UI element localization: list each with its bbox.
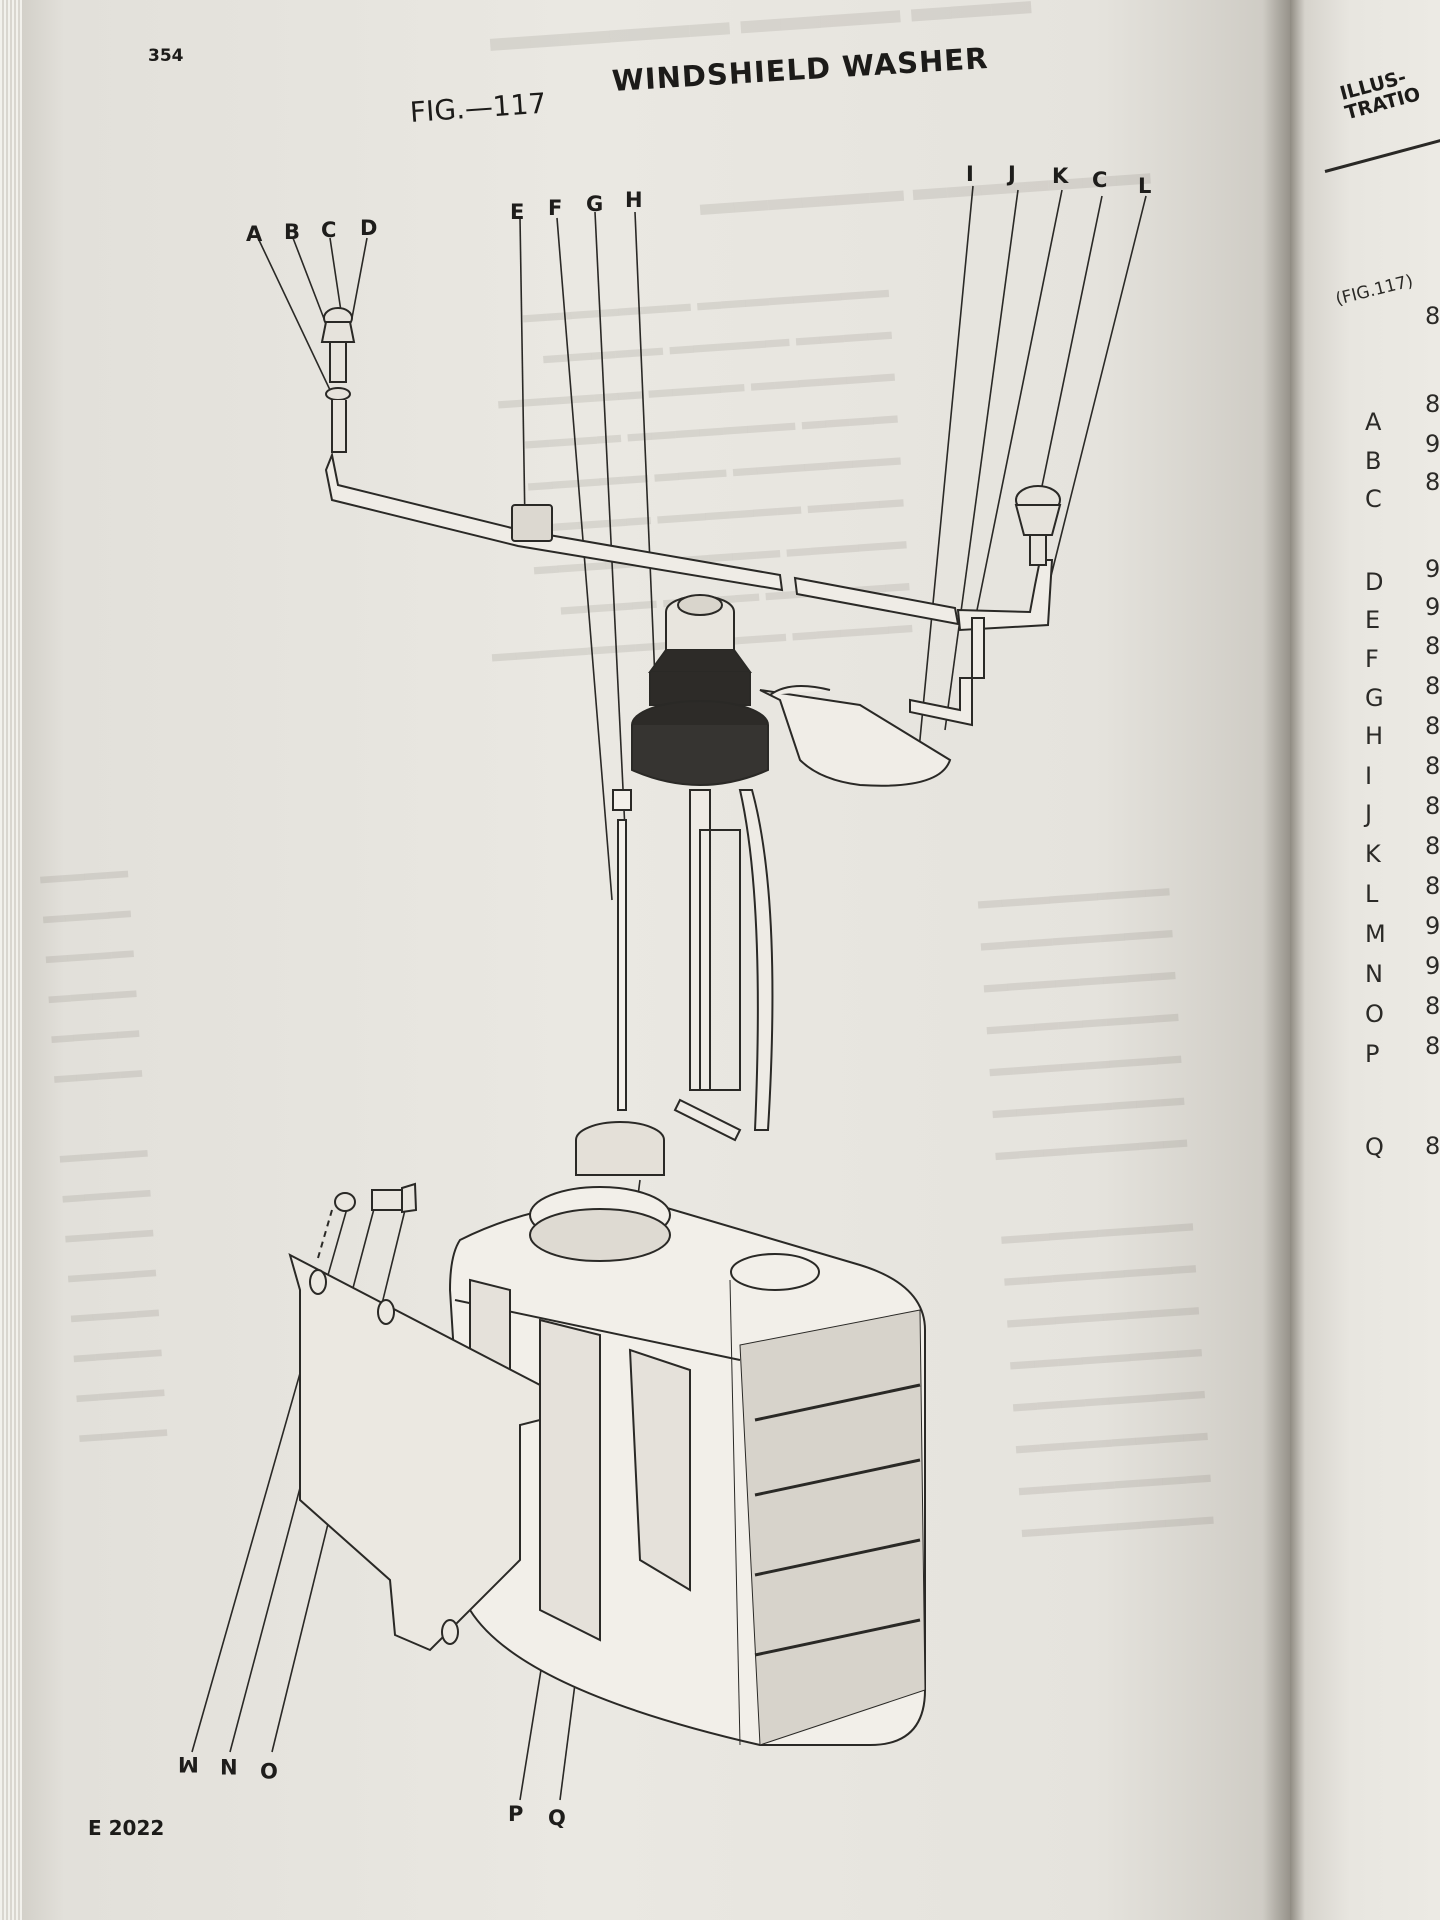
ref-letter: M	[1365, 920, 1386, 948]
ref-digit: 8	[1425, 832, 1440, 860]
ref-digit: 8	[1425, 1132, 1440, 1160]
callout-l: L	[1138, 174, 1152, 198]
ref-digit: 8	[1425, 712, 1440, 740]
ref-letter: B	[1365, 447, 1382, 475]
ref-digit: 9	[1425, 593, 1440, 621]
pump-motor	[631, 594, 769, 786]
ref-letter: L	[1365, 880, 1379, 908]
ref-letter: O	[1365, 1000, 1384, 1028]
callout-m: M	[178, 1752, 199, 1776]
washer-hose	[324, 451, 1054, 727]
callout-f: F	[548, 196, 563, 220]
ref-digit: 8	[1425, 792, 1440, 820]
ref-digit: 8	[1425, 992, 1440, 1020]
callout-n: N	[220, 1754, 238, 1778]
callout-i: I	[966, 162, 974, 186]
callout-b: B	[284, 220, 301, 244]
ref-digit: 9	[1425, 430, 1440, 458]
callout-c-right: C	[1092, 168, 1108, 192]
level-rod	[612, 789, 632, 1111]
callout-d: D	[360, 216, 378, 240]
ref-digit: 9	[1425, 555, 1440, 583]
callout-c: C	[321, 218, 337, 242]
right-page	[1290, 0, 1440, 1920]
right-nozzle	[1014, 485, 1062, 566]
callout-h: H	[625, 188, 643, 212]
hose-clip	[511, 504, 553, 542]
bolt-washer	[317, 1182, 418, 1259]
ref-digit: 8	[1425, 468, 1440, 496]
mounting-bracket	[288, 1253, 541, 1652]
ref-letter: P	[1365, 1040, 1380, 1068]
left-nozzle	[320, 307, 356, 453]
ref-letter: I	[1365, 762, 1373, 790]
ref-digit: 8	[1425, 1032, 1440, 1060]
page-number: 354	[148, 46, 184, 66]
ref-digit: 8	[1425, 302, 1440, 330]
ref-digit: 8	[1425, 752, 1440, 780]
catalog-number: E 2022	[88, 1816, 165, 1840]
left-page: ▬▬▬ ▬▬▬▬ ▬▬▬▬▬▬ ▬▬▬▬▬▬▬ ▬▬▬▬▬▬ ▬▬▬▬▬ ▬▬▬…	[0, 0, 1290, 1920]
ref-letter: F	[1365, 645, 1379, 673]
page-edge	[0, 0, 22, 1920]
ref-letter: N	[1365, 960, 1383, 988]
callout-a: A	[246, 222, 263, 246]
ref-letter: G	[1365, 684, 1384, 712]
ref-letter: H	[1365, 722, 1384, 750]
book-gutter	[1262, 0, 1290, 1920]
ref-digit: 8	[1425, 672, 1440, 700]
ref-digit: 8	[1425, 632, 1440, 660]
tank-cap	[575, 1121, 665, 1176]
ref-letter: D	[1365, 568, 1384, 596]
ref-letter: A	[1365, 408, 1382, 436]
tank-ribs	[739, 1309, 926, 1746]
ref-letter: C	[1365, 485, 1382, 513]
ref-letter: E	[1365, 606, 1381, 634]
callout-o: O	[260, 1758, 278, 1782]
ref-letter: K	[1365, 840, 1381, 868]
callout-g: G	[586, 192, 604, 216]
ref-digit: 9	[1425, 912, 1440, 940]
ref-letter: Q	[1365, 1133, 1384, 1161]
callout-q: Q	[548, 1806, 566, 1830]
ref-digit: 9	[1425, 952, 1440, 980]
callout-p: P	[508, 1802, 524, 1826]
ref-digit: 8	[1425, 390, 1440, 418]
filter-strainer	[759, 685, 952, 787]
pump-tubes	[673, 789, 774, 1142]
callout-k: K	[1052, 164, 1069, 188]
callout-e: E	[510, 200, 525, 224]
callout-j: J	[1008, 162, 1016, 186]
ref-letter: J	[1365, 800, 1373, 828]
exploded-diagram	[191, 185, 1147, 1801]
ref-digit: 8	[1425, 872, 1440, 900]
